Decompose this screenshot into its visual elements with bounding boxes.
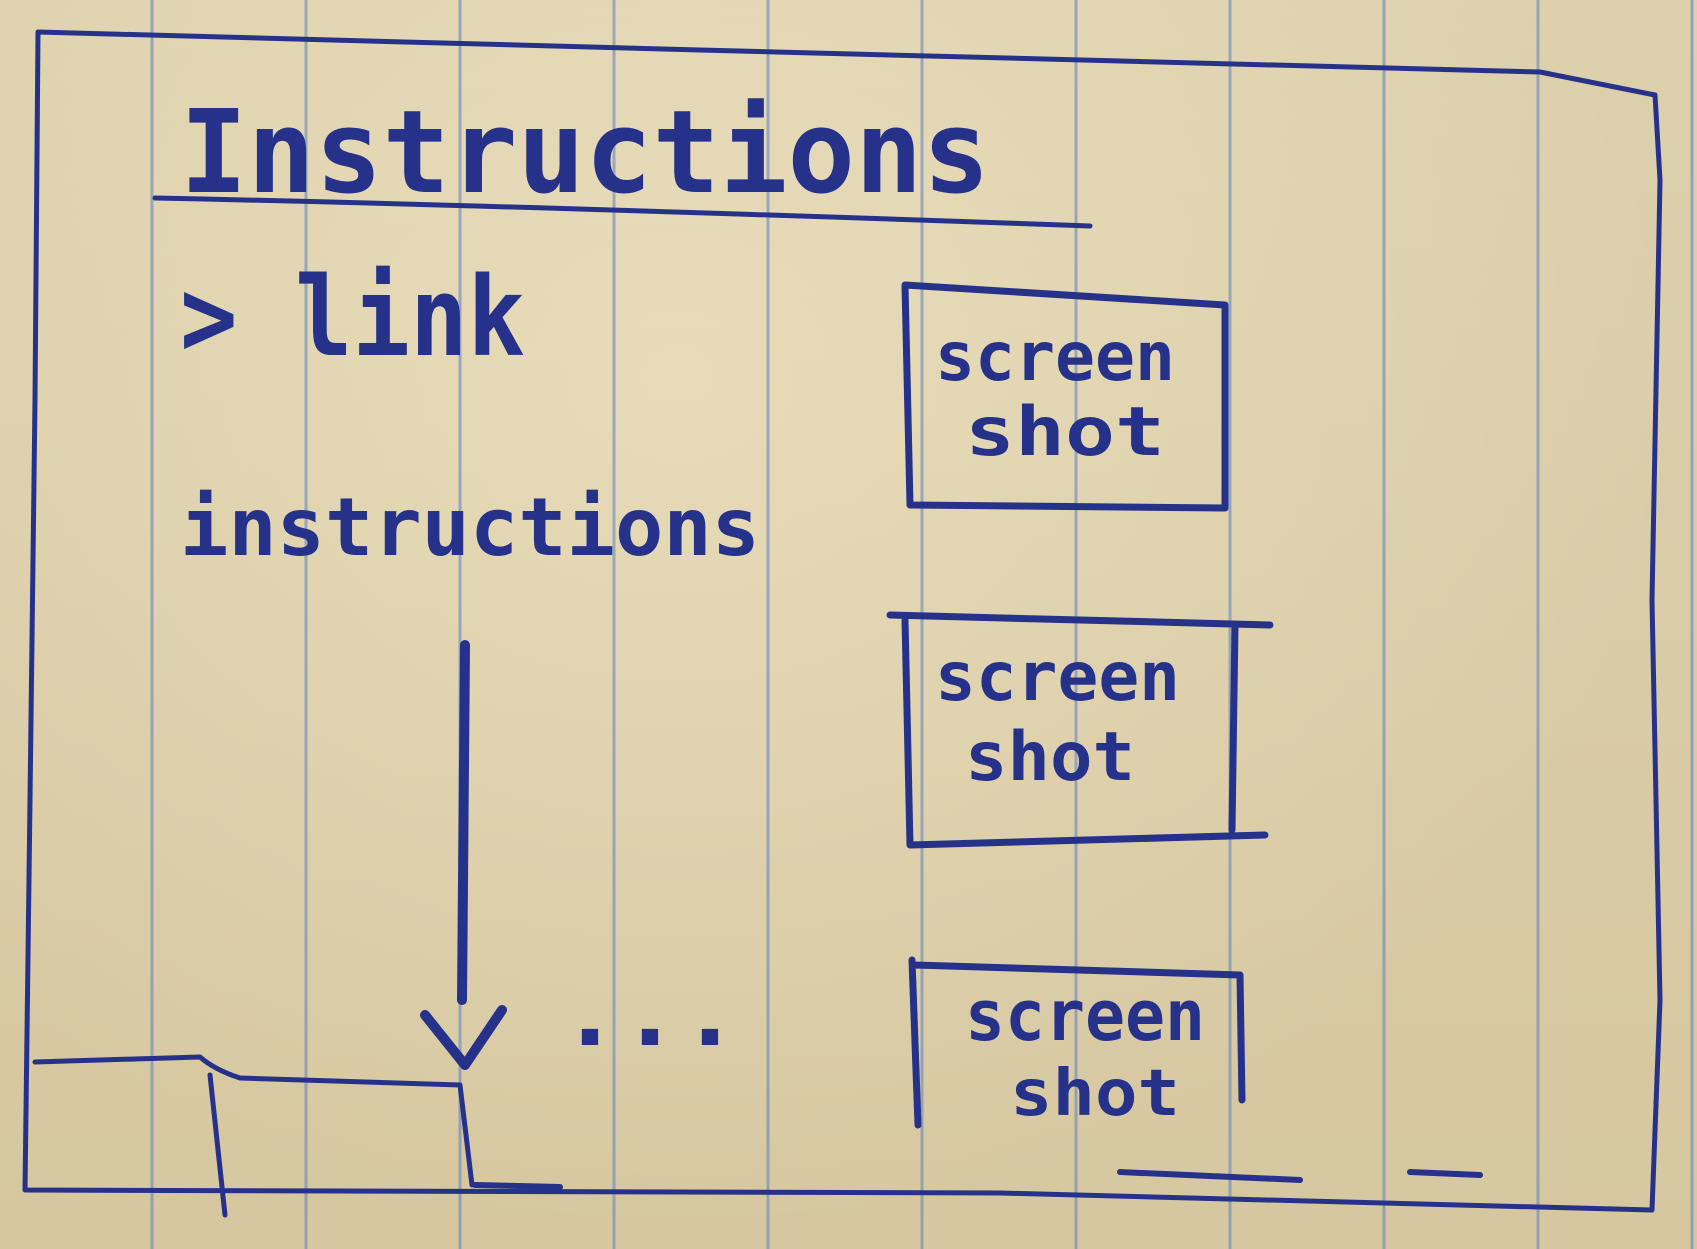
- screenshot-label-3b: shot: [1010, 1057, 1180, 1131]
- bottom-line-mark-right: [1117, 1169, 1483, 1183]
- bottom-panel-divider: [207, 1072, 228, 1218]
- bottom-panel: [32, 1054, 475, 1188]
- instructions-link[interactable]: > link: [180, 253, 525, 381]
- page-title: Instructions: [180, 86, 990, 220]
- screenshot-label-2b: shot: [965, 718, 1135, 797]
- bottom-line-mark: [472, 1182, 563, 1190]
- screenshot-placeholder-2: screen shot: [886, 611, 1274, 849]
- title-underline: [152, 195, 1093, 229]
- outer-frame: [22, 29, 1663, 1213]
- screenshot-label-3: screen: [965, 975, 1205, 1057]
- screenshot-label-2: screen: [935, 638, 1180, 717]
- screenshot-label-1b: shot: [965, 393, 1165, 472]
- screenshot-placeholder-1: screen shot: [901, 281, 1229, 512]
- screenshot-label-1: screen: [935, 318, 1175, 397]
- screenshot-placeholder-3: screen shot: [908, 956, 1246, 1131]
- instructions-text: instructions: [180, 481, 760, 574]
- scroll-down-arrow: [420, 640, 507, 1070]
- more-items-ellipsis: ...: [560, 962, 740, 1067]
